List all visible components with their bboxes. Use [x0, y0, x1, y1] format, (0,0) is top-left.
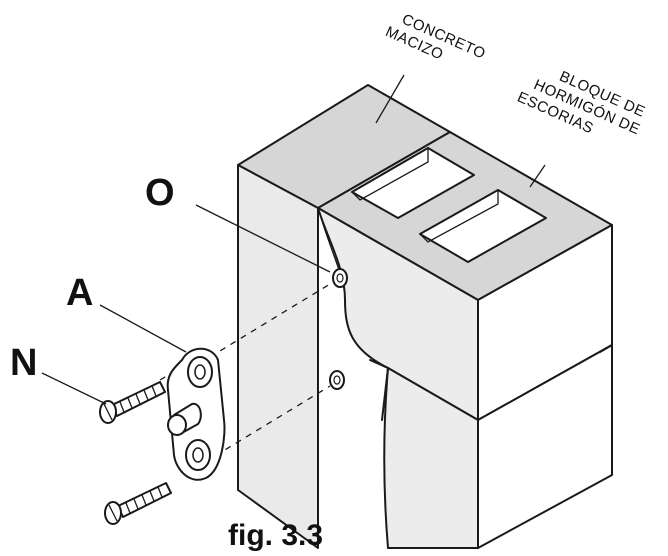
cinder-block-cavity-2	[418, 188, 547, 263]
leader-cinder	[529, 164, 546, 188]
cinder-block	[317, 131, 613, 421]
wall-hole-upper	[332, 268, 348, 288]
leader-A	[99, 304, 187, 353]
label-A: A	[66, 272, 93, 314]
leader-concrete	[375, 74, 405, 124]
cinder-block-cavity-1	[350, 146, 475, 219]
lower-block	[369, 344, 613, 549]
screw-lower	[104, 482, 172, 525]
wall-hole-lower	[329, 370, 345, 390]
screw-upper	[99, 381, 166, 424]
label-N: N	[10, 342, 37, 384]
leader-N	[41, 372, 107, 405]
solid-concrete-block	[237, 84, 451, 549]
mounting-bracket	[166, 347, 226, 481]
label-O: O	[145, 172, 175, 214]
figure-caption: fig. 3.3	[228, 519, 323, 552]
leader-O	[195, 204, 331, 273]
